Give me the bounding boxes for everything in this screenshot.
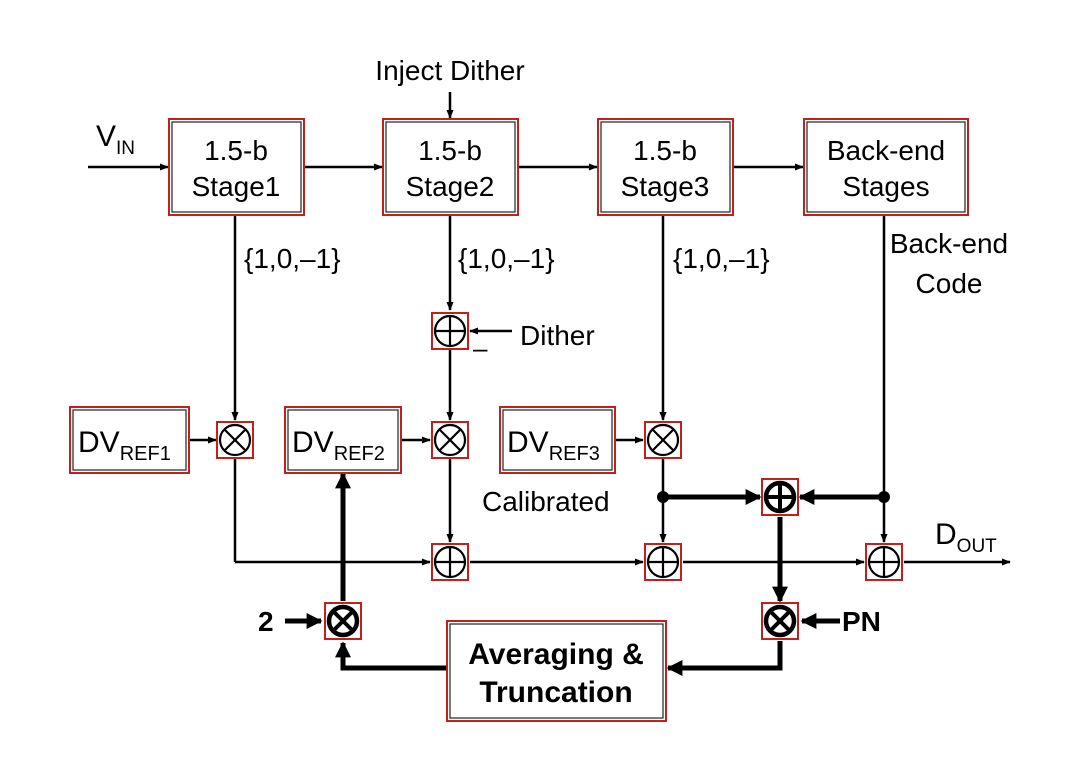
dout-label: DOUT: [935, 518, 997, 557]
calibrated-label: Calibrated: [482, 486, 610, 517]
backend-stages-block: Back-end Stages: [803, 118, 969, 216]
svg-text:DVREF2: DVREF2: [292, 426, 385, 465]
stage2-block: 1.5-b Stage2: [382, 118, 519, 216]
dvref2-block: DVREF2: [284, 406, 402, 474]
svg-text:DVREF1: DVREF1: [78, 426, 171, 465]
junction-dot: [878, 491, 890, 503]
adder-stage2: [431, 543, 469, 581]
signal-wires: [88, 92, 1011, 566]
stage3-block: 1.5-b Stage3: [597, 118, 734, 216]
dvref3-sub: REF3: [549, 443, 600, 465]
multiplier-2: [431, 421, 469, 459]
calibration-adder: [761, 478, 799, 516]
averaging-line2: Truncation: [479, 676, 632, 709]
stage2-code-label: {1,0,–1}: [458, 243, 555, 274]
dvref1-sub: REF1: [120, 443, 171, 465]
stage1-code-label: {1,0,–1}: [244, 243, 341, 274]
junction-dot: [657, 491, 669, 503]
dither-sign: –: [473, 333, 488, 363]
dvref1-main: DV: [78, 426, 120, 459]
stage3-code-label: {1,0,–1}: [673, 243, 770, 274]
backend-line1: Back-end: [827, 135, 945, 166]
gain-multiplier: [324, 602, 362, 640]
dvref2-main: DV: [292, 426, 334, 459]
stage1-block: 1.5-b Stage1: [168, 118, 305, 216]
dvref3-block: DVREF3: [499, 406, 616, 474]
adder-backend: [865, 543, 903, 581]
dvref1-block: DVREF1: [69, 406, 190, 474]
multiplier-3: [644, 421, 682, 459]
stage3-line1: 1.5-b: [633, 135, 697, 166]
dvref3-main: DV: [507, 426, 549, 459]
gain-two-label: 2: [258, 606, 274, 637]
dither-adder: [431, 312, 469, 350]
backend-code-line1: Back-end: [890, 228, 1008, 259]
stage1-line2: Stage1: [192, 171, 281, 202]
dvref2-sub: REF2: [334, 443, 385, 465]
averaging-truncation-block: Averaging & Truncation: [446, 620, 667, 722]
pn-label: PN: [842, 606, 881, 637]
calibration-wires: [285, 472, 890, 676]
averaging-line1: Averaging &: [468, 638, 644, 671]
multiplier-1: [216, 421, 254, 459]
backend-code-line2: Code: [916, 268, 983, 299]
stage3-line2: Stage3: [621, 171, 710, 202]
stage1-line1: 1.5-b: [204, 135, 268, 166]
backend-line2: Stages: [842, 171, 929, 202]
svg-text:DVREF3: DVREF3: [507, 426, 600, 465]
adder-stage3: [644, 543, 682, 581]
vin-label: VIN: [96, 120, 135, 159]
stage2-line2: Stage2: [406, 171, 495, 202]
stage2-line1: 1.5-b: [418, 135, 482, 166]
inject-dither-label: Inject Dither: [375, 55, 524, 86]
pn-multiplier: [761, 602, 799, 640]
dither-label: Dither: [520, 320, 595, 351]
